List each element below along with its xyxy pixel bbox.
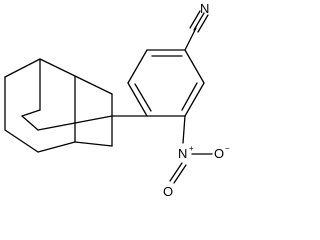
triple-bond [189,10,201,29]
bond [4,58,41,78]
bond [4,129,39,153]
nitrile-n-label: N [200,1,209,16]
bond [74,141,113,147]
triple-bond [193,12,205,31]
benzene-ring [127,49,205,117]
nitrile-group: N [184,1,209,51]
bond [21,109,41,117]
bond [37,141,76,153]
bond [184,82,205,117]
bond [39,58,76,77]
nitro-n-label: N [178,146,187,161]
chemical-structure: N N + O − O [4,1,230,199]
triple-bond [197,14,209,33]
nitro-o-label: O [214,146,224,161]
bond [21,115,39,131]
bond [182,115,186,144]
double-bond-inner [181,82,198,111]
nitro-o-charge: − [225,144,230,153]
adamantane-cage [4,58,113,153]
bond [37,115,113,131]
nitro-o-double-label: O [163,184,173,199]
bond [127,82,148,117]
double-bond-n-o [169,162,183,182]
nitro-n-charge: + [189,144,194,153]
bond [74,75,113,95]
bond [127,49,148,84]
double-bond-inner [134,83,152,112]
bond [184,27,197,51]
double-bond-n-o [173,164,187,184]
bond [184,49,205,84]
nitro-group: N + O − O [163,115,230,199]
